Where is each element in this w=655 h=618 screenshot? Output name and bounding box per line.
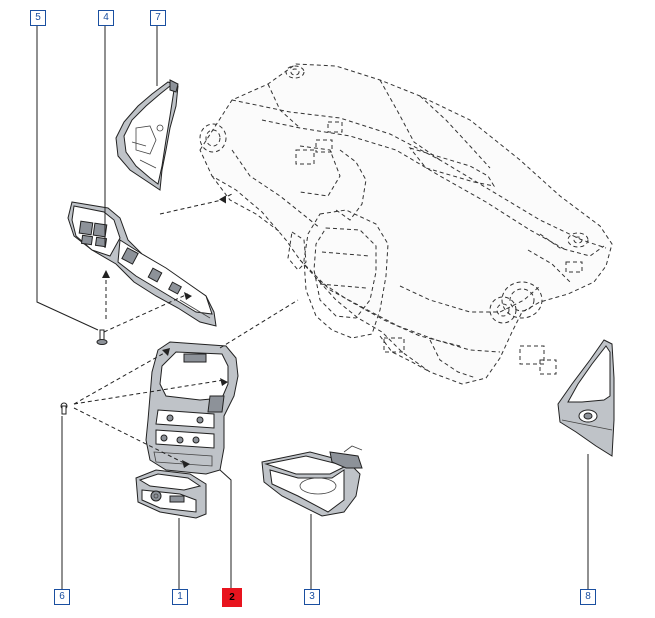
part-3-storage-tray (261, 445, 363, 517)
callout-5[interactable]: 5 (30, 10, 46, 26)
part-2-center-bezel (145, 341, 239, 475)
callout-1[interactable]: 1 (172, 589, 188, 605)
part-6-clip (60, 402, 68, 415)
part-7-left-side-trim (115, 79, 179, 191)
callout-3[interactable]: 3 (304, 589, 320, 605)
leader-lines (36, 24, 589, 589)
assembly-arrows (73, 193, 299, 468)
part-4-switch-panel (67, 201, 217, 327)
dashboard-assembly (199, 63, 613, 385)
callout-6[interactable]: 6 (54, 589, 70, 605)
callout-4[interactable]: 4 (98, 10, 114, 26)
callout-2-selected[interactable]: 2 (222, 588, 242, 607)
callout-8[interactable]: 8 (580, 589, 596, 605)
part-1-switch-block (135, 469, 207, 519)
part-8-right-side-trim (557, 339, 615, 457)
part-5-screw (96, 329, 108, 345)
callout-7[interactable]: 7 (150, 10, 166, 26)
